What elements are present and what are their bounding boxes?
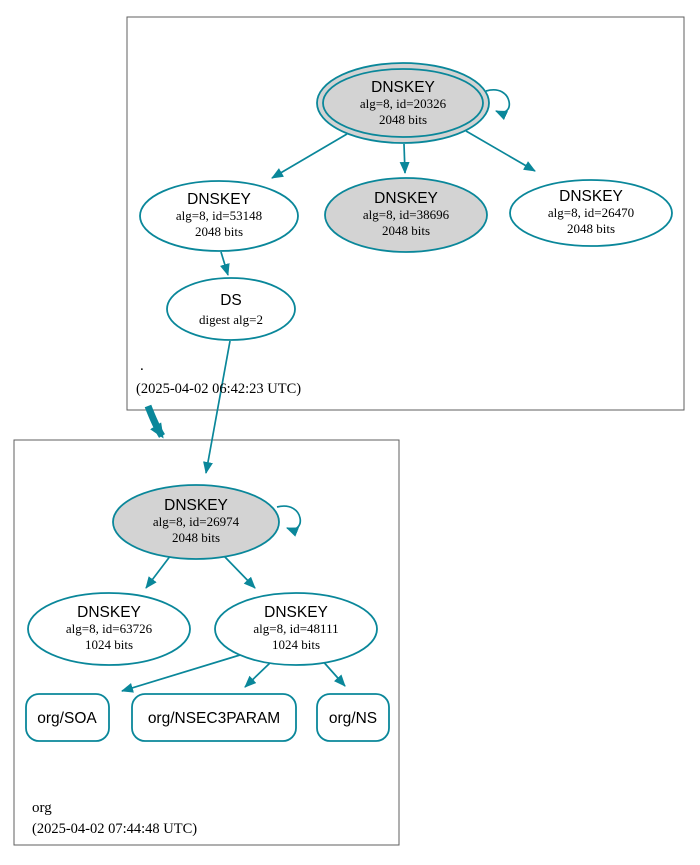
graph-edges: [121, 89, 536, 693]
root-zone-name: .: [140, 358, 144, 374]
edge-root-ksk-to-zsk-26470: [465, 130, 536, 172]
edge-zsk-53148-to-ds: [220, 251, 230, 276]
node-ellipse: [214, 592, 378, 666]
node-detail-label: alg=8, id=26974: [153, 514, 240, 529]
node-type-label: DNSKEY: [187, 191, 251, 208]
node-root-ksk-dnskey-20326[interactable]: DNSKEY alg=8, id=20326 2048 bits: [316, 62, 490, 144]
node-ellipse: [139, 180, 299, 252]
org-zone-name: org: [32, 800, 52, 816]
node-org-zsk-dnskey-48111[interactable]: DNSKEY alg=8, id=48111 1024 bits: [214, 592, 378, 666]
edge-root-zone-to-org-zone: [144, 404, 165, 439]
node-ellipse: [324, 177, 488, 253]
edge-ds-to-org-ksk: [203, 340, 231, 474]
node-org-ksk-dnskey-26974[interactable]: DNSKEY alg=8, id=26974 2048 bits: [112, 484, 280, 560]
node-detail-label: alg=8, id=38696: [363, 207, 450, 222]
node-detail-label: alg=8, id=48111: [253, 621, 338, 636]
node-type-label: DNSKEY: [559, 188, 623, 205]
node-ellipse: [112, 484, 280, 560]
node-rrset-org-soa[interactable]: org/SOA: [25, 693, 110, 742]
node-type-label: DNSKEY: [264, 604, 328, 621]
node-type-label: DNSKEY: [374, 190, 438, 207]
edge-zsk-48111-to-rrset-nsec3param: [244, 661, 272, 688]
node-rrset-org-ns[interactable]: org/NS: [316, 693, 390, 742]
node-detail-label: alg=8, id=20326: [360, 96, 447, 111]
edge-org-ksk-to-zsk-48111: [223, 555, 256, 589]
node-type-label: DNSKEY: [371, 79, 435, 96]
node-root-zsk-dnskey-38696[interactable]: DNSKEY alg=8, id=38696 2048 bits: [324, 177, 488, 253]
edge-org-ksk-to-zsk-63726: [145, 554, 172, 589]
node-size-label: 2048 bits: [567, 221, 615, 236]
rrset-box: [316, 693, 390, 742]
node-size-label: 2048 bits: [379, 112, 427, 127]
node-root-ds[interactable]: DS digest alg=2: [166, 277, 296, 341]
rrset-label: org/SOA: [37, 710, 97, 727]
rrset-box: [131, 693, 297, 742]
rrset-label: org/NS: [329, 710, 377, 727]
edge-root-ksk-self-sign: [485, 89, 511, 121]
node-ellipse: [27, 592, 191, 666]
edge-org-ksk-self-sign: [276, 505, 302, 537]
rrset-box: [25, 693, 110, 742]
node-size-label: 2048 bits: [195, 224, 243, 239]
edge-root-ksk-to-zsk-38696: [399, 143, 410, 174]
node-org-zsk-dnskey-63726[interactable]: DNSKEY alg=8, id=63726 1024 bits: [27, 592, 191, 666]
node-size-label: 2048 bits: [172, 530, 220, 545]
node-detail-label: alg=8, id=26470: [548, 205, 634, 220]
node-detail-label: digest alg=2: [199, 312, 263, 327]
node-detail-label: alg=8, id=53148: [176, 208, 262, 223]
node-ellipse: [166, 277, 296, 341]
edge-root-ksk-to-zsk-53148: [271, 133, 348, 179]
node-size-label: 2048 bits: [382, 223, 430, 238]
ksk-inner-ring: [322, 68, 484, 138]
rrset-label: org/NSEC3PARAM: [148, 710, 280, 727]
node-ellipse: [509, 179, 673, 247]
node-type-label: DS: [220, 292, 242, 309]
edge-zsk-48111-to-rrset-soa: [121, 654, 241, 693]
node-root-zsk-dnskey-26470[interactable]: DNSKEY alg=8, id=26470 2048 bits: [509, 179, 673, 247]
node-rrset-org-nsec3param[interactable]: org/NSEC3PARAM: [131, 693, 297, 742]
node-type-label: DNSKEY: [164, 497, 228, 514]
node-size-label: 1024 bits: [272, 637, 320, 652]
org-zone-timestamp: (2025-04-02 07:44:48 UTC): [32, 821, 197, 837]
node-type-label: DNSKEY: [77, 604, 141, 621]
node-detail-label: alg=8, id=63726: [66, 621, 153, 636]
node-root-zsk-dnskey-53148[interactable]: DNSKEY alg=8, id=53148 2048 bits: [139, 180, 299, 252]
root-zone-timestamp: (2025-04-02 06:42:23 UTC): [136, 381, 301, 397]
node-size-label: 1024 bits: [85, 637, 133, 652]
